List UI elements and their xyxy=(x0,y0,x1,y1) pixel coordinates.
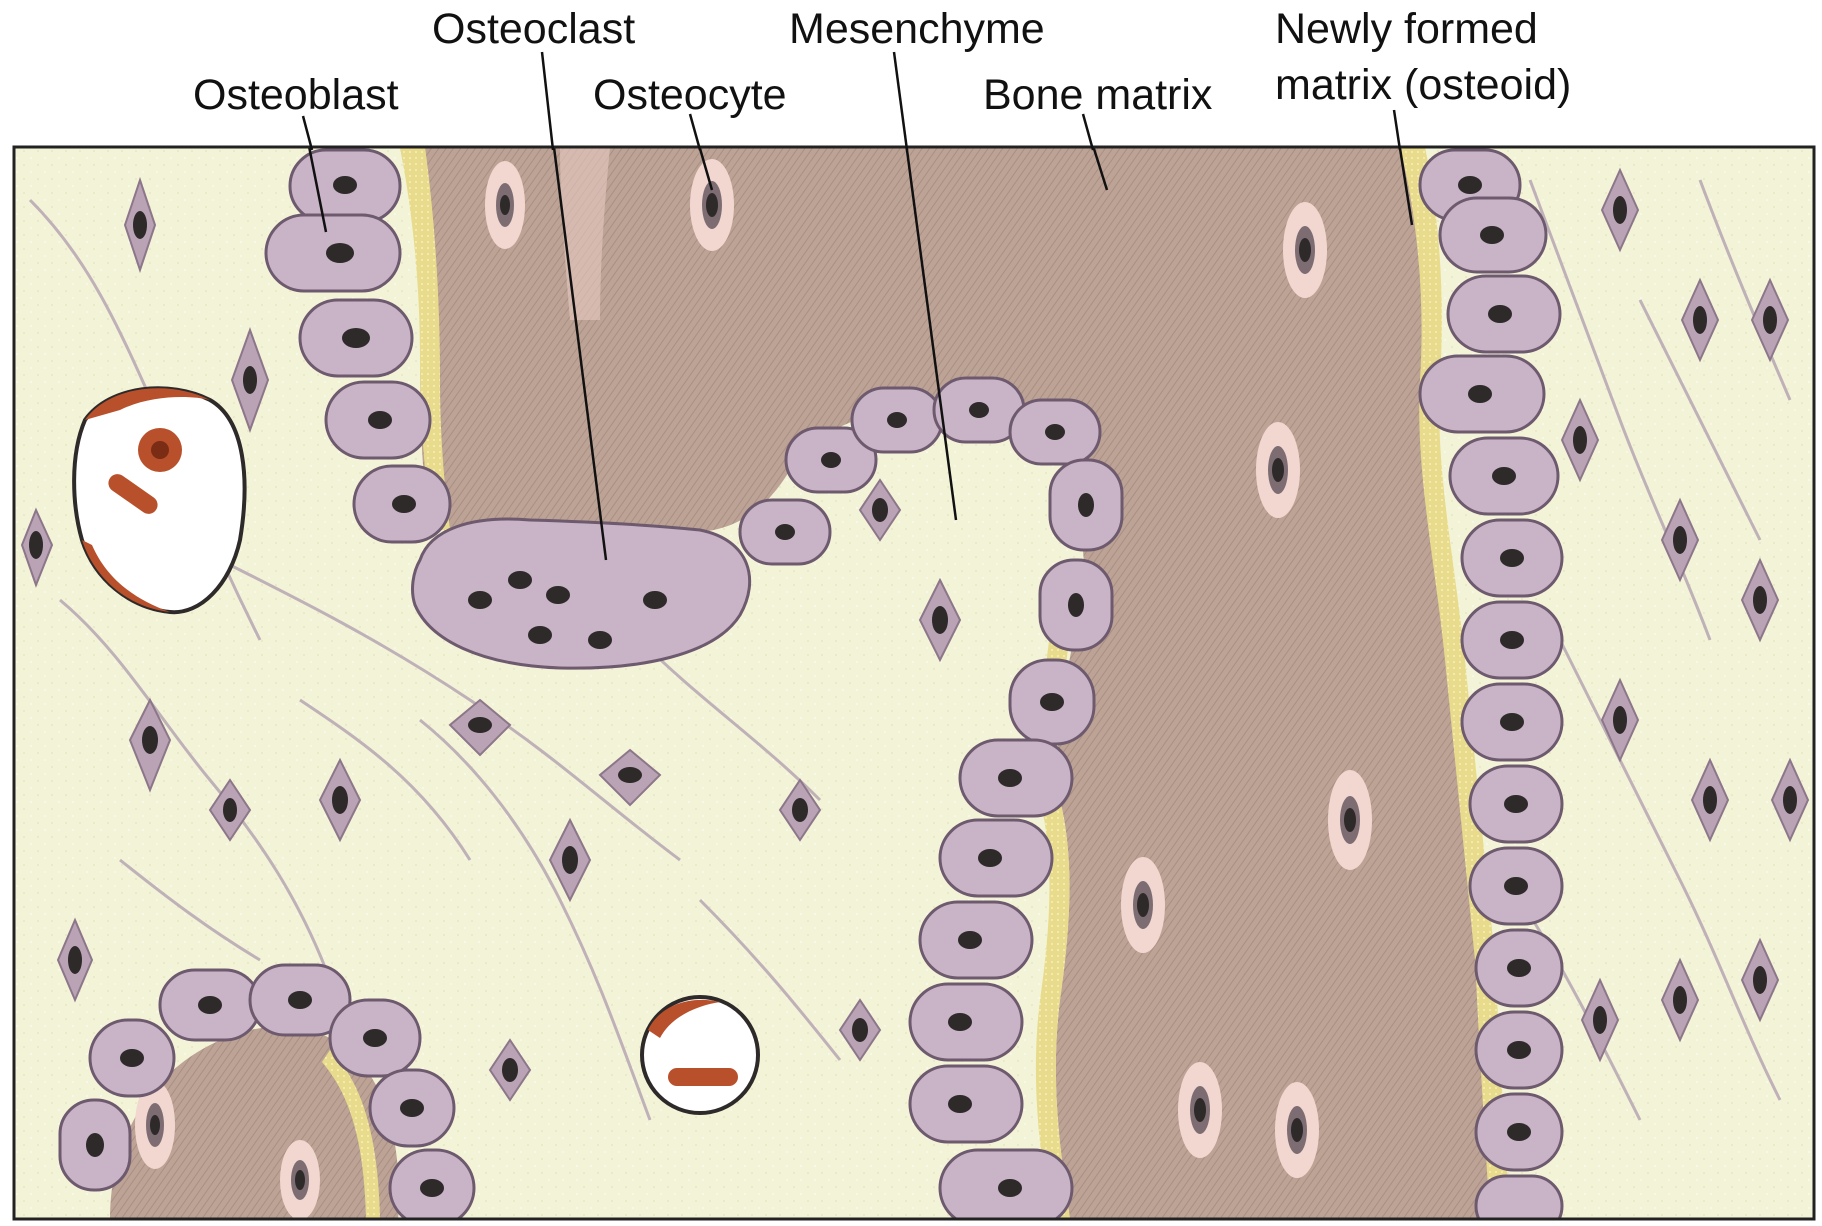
osteocytes xyxy=(135,159,1372,1219)
osteocyte xyxy=(1256,422,1300,518)
blood-vessel-lower xyxy=(640,995,760,1115)
osteocyte xyxy=(1178,1062,1222,1158)
mesenchymal-nuclei xyxy=(29,196,1797,1082)
bone-matrix-leader xyxy=(1092,147,1109,191)
label-osteoclast: Osteoclast xyxy=(432,5,636,53)
mesenchyme-leader xyxy=(905,147,958,521)
osteocyte xyxy=(135,1081,175,1169)
osteocyte xyxy=(690,159,734,251)
figure-frame xyxy=(12,145,1816,1221)
osteocyte xyxy=(1275,1082,1319,1178)
bone-matrix-fragment xyxy=(110,1026,400,1219)
label-osteoid-line1: Newly formed xyxy=(1275,5,1538,53)
label-osteocyte: Osteocyte xyxy=(593,71,787,119)
bone-matrix-trabecula xyxy=(400,147,1500,1219)
osteocyte xyxy=(1328,770,1372,870)
leader-lines-outside xyxy=(301,51,1402,151)
label-osteoblast: Osteoblast xyxy=(193,71,399,119)
leader-lines xyxy=(307,147,1414,561)
osteoclast-leader xyxy=(552,147,608,561)
bone-matrix-light-stripe xyxy=(560,147,610,320)
blood-vessel-upper xyxy=(72,386,247,615)
osteoid-leader xyxy=(1398,147,1414,226)
osteocyte xyxy=(1283,202,1327,298)
label-bone-matrix: Bone matrix xyxy=(983,71,1213,119)
label-mesenchyme: Mesenchyme xyxy=(789,5,1045,53)
osteocyte xyxy=(280,1140,320,1219)
osteoclast xyxy=(411,517,752,670)
osteocyte xyxy=(485,161,525,249)
osteoblast-nuclei xyxy=(86,176,1531,1197)
osteocyte-leader xyxy=(698,147,714,191)
osteocyte xyxy=(1121,857,1165,953)
osteoblast-leader xyxy=(307,147,328,233)
label-osteoid-line2: matrix (osteoid) xyxy=(1275,61,1572,109)
